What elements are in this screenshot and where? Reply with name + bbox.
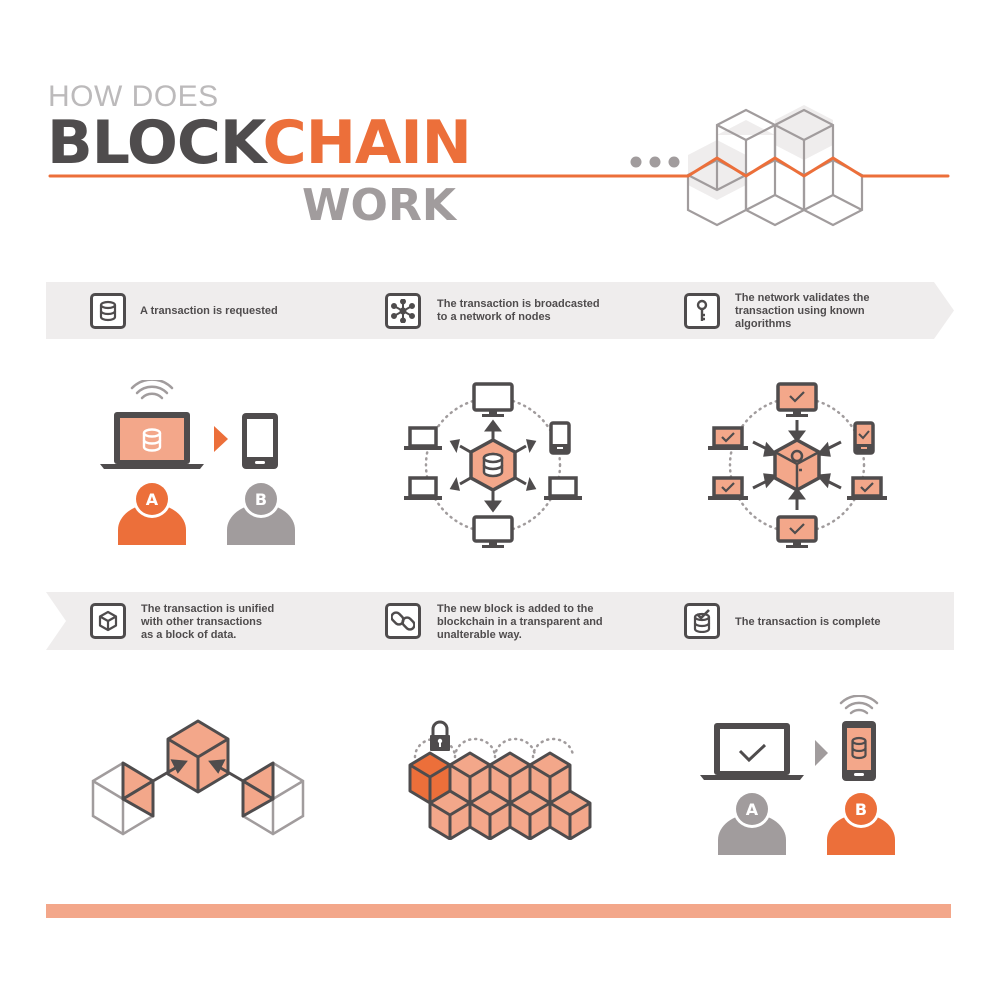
step-2-text: The transaction is broadcasted to a netw…	[437, 298, 600, 323]
illustration-transaction-complete: A B	[700, 695, 895, 855]
user-a-label: A	[146, 490, 159, 509]
network-nodes-icon	[385, 293, 421, 329]
merge-arrows	[152, 759, 244, 783]
step-banner-5: The new block is added to the blockchain…	[335, 592, 660, 650]
left-partial-cube-icon	[91, 761, 155, 836]
laptop-check-icon	[700, 723, 804, 780]
illustration-broadcast-network	[404, 382, 582, 548]
right-partial-cube-icon	[241, 761, 305, 836]
central-block-database-icon	[469, 438, 517, 492]
block-icon	[548, 789, 592, 840]
laptop-check-icon-left-top	[708, 426, 748, 450]
illustration-unified-block	[91, 719, 305, 836]
title-line-work: WORK	[302, 180, 456, 231]
user-b-avatar: B	[827, 790, 895, 855]
wifi-icon	[130, 380, 174, 400]
illustration-validate-network	[708, 382, 887, 548]
smartphone-database-icon	[842, 721, 876, 781]
step-6-text: The transaction is complete	[735, 616, 881, 628]
block-icon	[508, 789, 552, 840]
laptop-icon-right-bottom	[544, 476, 582, 500]
user-a-label: A	[746, 800, 759, 819]
blocks-row	[408, 751, 592, 840]
laptop-check-icon-right-bottom	[847, 476, 887, 500]
illustration-block-chain	[408, 720, 592, 840]
padlock-icon	[430, 720, 450, 751]
header-orange-line	[48, 156, 950, 178]
laptop-icon-left-bottom	[404, 476, 442, 500]
ellipsis-dots-icon	[630, 156, 680, 168]
inward-arrows	[752, 420, 842, 510]
chain-link-icon	[385, 603, 421, 639]
laptop-icon-left-top	[404, 426, 442, 450]
monitor-check-icon-top	[776, 382, 818, 417]
user-b-label: B	[855, 800, 867, 819]
database-check-icon	[684, 603, 720, 639]
title-word-chain: CHAIN	[262, 108, 472, 178]
key-icon	[684, 293, 720, 329]
step-4-text: The transaction is unified with other tr…	[141, 603, 275, 641]
smartphone-icon-right	[549, 421, 571, 455]
user-a-avatar: A	[718, 790, 786, 855]
arrow-right-icon	[214, 426, 228, 452]
step-banner-4: The transaction is unified with other tr…	[46, 592, 356, 650]
laptop-check-icon-left-bottom	[708, 476, 748, 500]
step-banner-1: A transaction is requested	[46, 282, 356, 339]
title-line-blockchain: BLOCKCHAIN	[47, 108, 472, 178]
user-b-avatar: B	[227, 480, 295, 545]
wifi-icon	[839, 695, 879, 715]
monitor-check-icon-bottom	[776, 515, 818, 548]
user-b-label: B	[255, 490, 267, 509]
header-blockchain-graphic	[48, 105, 950, 227]
illustration-transaction-requested: A B	[100, 380, 295, 545]
block-icon	[428, 789, 472, 840]
laptop-icon	[100, 412, 204, 469]
arrow-right-icon	[815, 740, 828, 766]
smartphone-icon	[242, 413, 278, 469]
cube-icon	[90, 603, 126, 639]
step-banner-3: The network validates the transaction us…	[638, 282, 954, 339]
step-banner-6: The transaction is complete	[638, 592, 954, 650]
monitor-icon-bottom	[472, 515, 514, 548]
center-block-cube-icon	[166, 719, 230, 794]
user-a-avatar: A	[118, 480, 186, 545]
validated-devices	[708, 382, 887, 548]
title-word-block: BLOCK	[47, 108, 264, 178]
footer-bar	[46, 904, 951, 918]
monitor-icon-top	[472, 382, 514, 417]
step-1-text: A transaction is requested	[140, 305, 278, 317]
title-line-how-does: HOW DOES	[48, 80, 219, 113]
database-icon	[90, 293, 126, 329]
step-3-text: The network validates the transaction us…	[735, 292, 870, 330]
step-5-text: The new block is added to the blockchain…	[437, 603, 603, 641]
step-banner-2: The transaction is broadcasted to a netw…	[335, 282, 660, 339]
block-icon	[468, 789, 512, 840]
central-block-key-icon	[773, 438, 821, 492]
block-icon	[528, 751, 572, 805]
header-cubes-icon	[686, 105, 864, 227]
smartphone-check-icon-right	[853, 421, 875, 455]
